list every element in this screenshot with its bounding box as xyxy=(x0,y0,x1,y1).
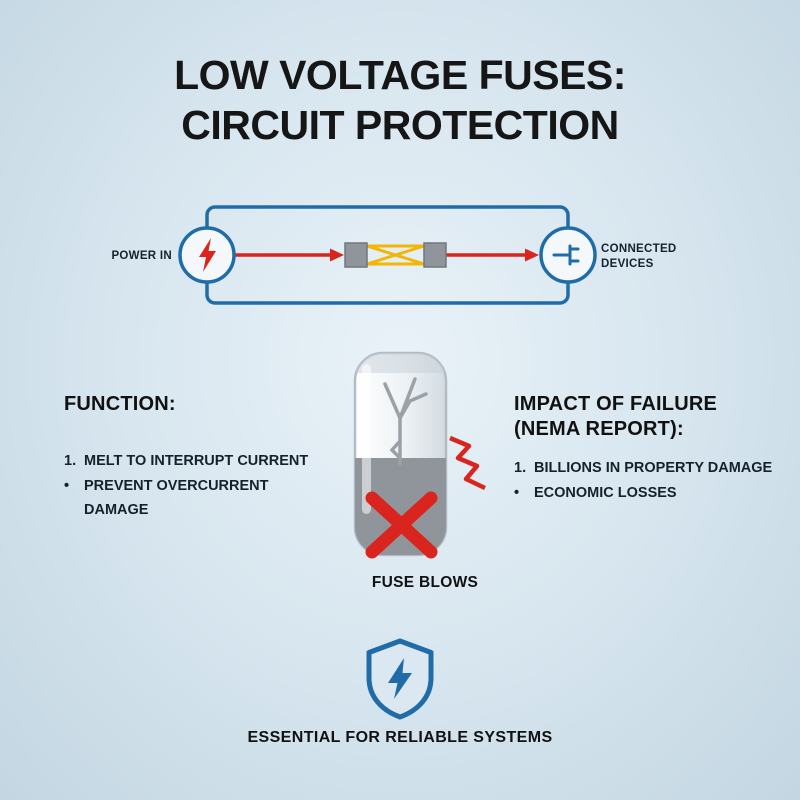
function-list: 1. MELT TO INTERRUPT CURRENT • PREVENT O… xyxy=(64,449,310,523)
list-text: ECONOMIC LOSSES xyxy=(534,484,677,501)
lightning-bolt-icon xyxy=(199,238,216,272)
list-marker: • xyxy=(514,484,520,501)
fuse-symbol xyxy=(344,242,447,268)
title-line-2: CIRCUIT PROTECTION xyxy=(181,102,619,149)
tube-cap-shading xyxy=(355,353,446,373)
glass-highlight xyxy=(362,364,371,514)
impact-section: IMPACT OF FAILURE (NEMA REPORT): 1. BILL… xyxy=(514,392,784,505)
impact-list: 1. BILLIONS IN PROPERTY DAMAGE • ECONOMI… xyxy=(514,456,784,505)
page-title: LOW VOLTAGE FUSES: CIRCUIT PROTECTION xyxy=(0,50,800,150)
connected-devices-node xyxy=(539,226,597,284)
list-marker: 1. xyxy=(64,453,77,469)
current-flow-wires xyxy=(234,248,539,262)
title-line-1: LOW VOLTAGE FUSES: xyxy=(174,52,626,98)
impact-heading-line-2: (NEMA REPORT): xyxy=(514,418,684,440)
spark-zigzag-icon xyxy=(449,435,486,491)
red-x-icon xyxy=(365,491,438,559)
shield-bolt-icon xyxy=(366,638,434,720)
function-heading: FUNCTION: xyxy=(64,393,176,415)
footer-text: ESSENTIAL FOR RELIABLE SYSTEMS xyxy=(247,729,553,746)
power-in-label: POWER IN xyxy=(111,250,172,262)
function-section: FUNCTION: 1. MELT TO INTERRUPT CURRENT •… xyxy=(64,392,310,523)
impact-heading-line-1: IMPACT OF FAILURE xyxy=(514,393,718,415)
power-source-node xyxy=(178,226,236,284)
list-item: 1. BILLIONS IN PROPERTY DAMAGE xyxy=(514,456,784,481)
list-item: 1. MELT TO INTERRUPT CURRENT xyxy=(64,449,310,474)
list-marker: • xyxy=(64,477,70,494)
blown-fuse-illustration xyxy=(353,351,486,559)
list-text: PREVENT OVERCURRENT DAMAGE xyxy=(84,477,269,519)
fuse-blows-caption: FUSE BLOWS xyxy=(371,574,479,591)
circuit-diagram xyxy=(178,205,597,305)
list-text: MELT TO INTERRUPT CURRENT xyxy=(84,453,309,469)
list-item: • ECONOMIC LOSSES xyxy=(514,481,784,506)
plug-icon xyxy=(552,244,580,266)
connected-devices-label: CONNECTED DEVICES xyxy=(601,243,677,270)
list-marker: 1. xyxy=(514,460,527,476)
broken-filament xyxy=(383,377,428,466)
list-item: • PREVENT OVERCURRENT DAMAGE xyxy=(64,474,310,523)
shield-lightning-bolt xyxy=(388,658,412,699)
list-text: BILLIONS IN PROPERTY DAMAGE xyxy=(534,460,773,476)
